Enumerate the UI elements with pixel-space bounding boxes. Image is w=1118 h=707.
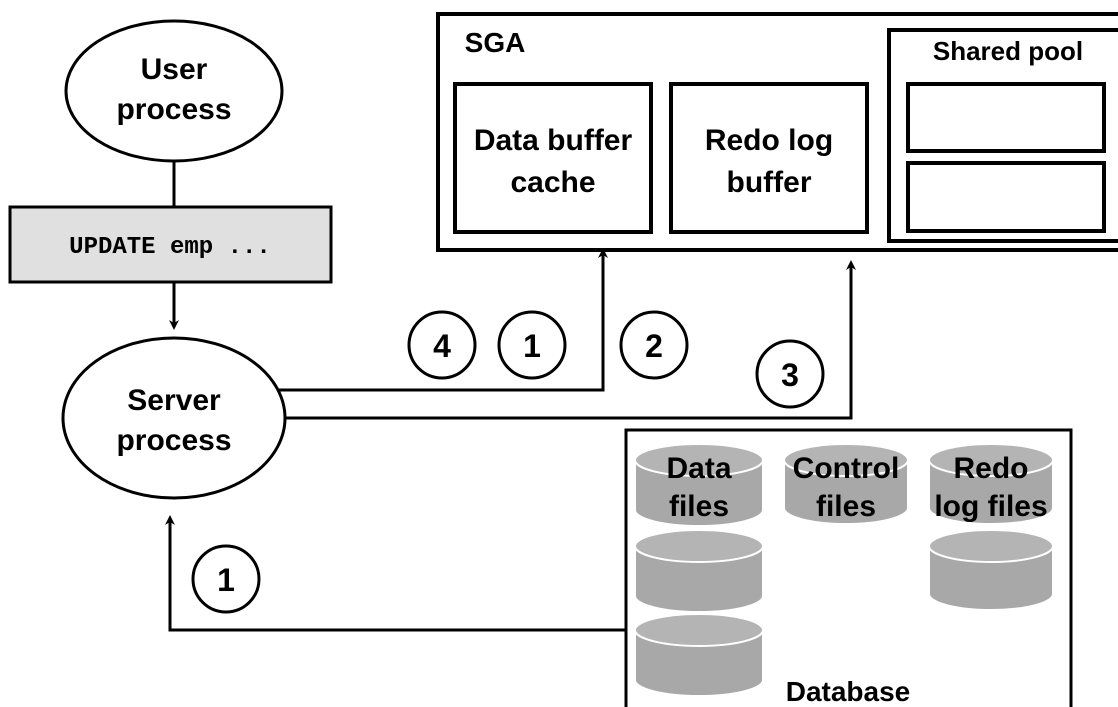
server-to-buffer-cache-arrow: [275, 248, 608, 392]
control-files-label-line2: files: [816, 490, 876, 523]
shared-pool-slot-1: [906, 82, 1106, 153]
sql-statement-text: UPDATE emp ...: [69, 234, 271, 261]
step-circle-4: 4: [407, 310, 477, 380]
step-2-label: 2: [645, 328, 663, 364]
data-buffer-cache-box: Data buffer cache: [453, 82, 653, 234]
data-files-label-line2: files: [669, 490, 729, 523]
step-3-label: 3: [781, 357, 799, 393]
database-box: Database Data files Control files Redo: [624, 428, 1073, 707]
database-title: Database: [786, 676, 911, 707]
redo-log-buffer-label-line1: Redo log: [705, 124, 833, 157]
data-buffer-cache-label-line1: Data buffer: [474, 124, 633, 157]
shared-pool-title: Shared pool: [933, 36, 1083, 66]
user-process-label-line1: User: [141, 53, 208, 86]
step-circle-1-lower: 1: [191, 544, 261, 614]
shared-pool-slot-2: [906, 161, 1106, 233]
redo-log-files-cylinder-2: [928, 529, 1054, 611]
sga-box: SGA Data buffer cache Redo log buffer Sh…: [436, 12, 1118, 252]
redo-log-files-label-line2: log files: [934, 490, 1047, 523]
user-process-node: User process: [64, 19, 284, 163]
database-to-server-arrow: [165, 515, 626, 632]
step-1-upper-label: 1: [523, 328, 541, 364]
redo-log-files-cylinder-1: [928, 443, 1054, 525]
sga-title: SGA: [465, 27, 526, 58]
data-files-cylinder-2: [634, 529, 764, 613]
connectors: [165, 160, 856, 632]
shared-pool-box: Shared pool: [887, 28, 1118, 243]
step-circle-2: 2: [619, 310, 689, 380]
user-process-label-line2: process: [116, 93, 231, 126]
control-files-label-line1: Control: [793, 452, 900, 485]
server-to-redo-buffer-arrow: [278, 260, 856, 420]
server-process-node: Server process: [61, 336, 287, 500]
step-1-lower-label: 1: [217, 562, 235, 598]
step-circle-3: 3: [755, 339, 825, 409]
data-files-cylinder-1: [634, 443, 764, 527]
redo-log-files-label-line1: Redo: [954, 452, 1029, 485]
data-files-cylinder-3: [634, 613, 764, 697]
data-buffer-cache-label-line2: cache: [510, 166, 595, 199]
data-files-label-line1: Data: [666, 452, 731, 485]
server-process-label-line1: Server: [127, 384, 221, 417]
server-process-label-line2: process: [116, 424, 231, 457]
redo-log-buffer-label-line2: buffer: [727, 166, 812, 199]
redo-log-buffer-box: Redo log buffer: [669, 82, 869, 234]
step-4-label: 4: [433, 328, 451, 364]
step-circle-1-upper: 1: [497, 310, 567, 380]
control-files-cylinder: [783, 443, 909, 525]
sql-statement-box: UPDATE emp ...: [8, 205, 333, 284]
